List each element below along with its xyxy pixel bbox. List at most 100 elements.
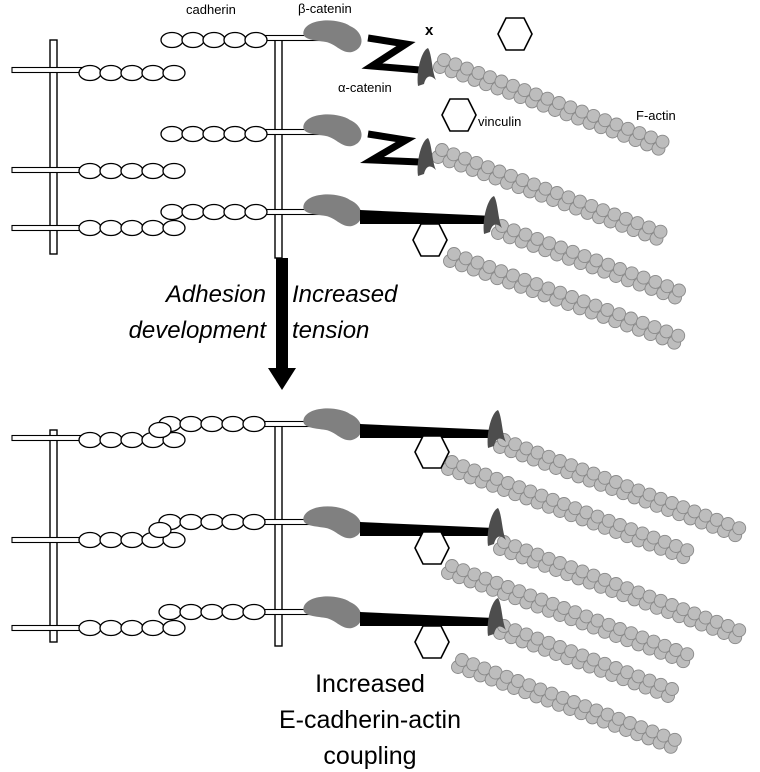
- caption-line3: coupling: [323, 742, 416, 770]
- ecad-domain: [179, 513, 203, 531]
- actin-bead: [577, 249, 592, 264]
- actin-bead: [538, 181, 553, 196]
- ecad-domain: [78, 431, 102, 449]
- ecad-domain: [162, 431, 186, 449]
- actin-bead: [492, 164, 507, 179]
- actin-bead: [732, 521, 747, 536]
- actin-bead: [619, 211, 633, 226]
- alpha-catenin-stretched: [360, 424, 494, 438]
- ecad-domain: [78, 219, 102, 237]
- ecad-domain: [141, 162, 165, 180]
- actin-bead: [621, 121, 635, 136]
- actin-bead: [647, 320, 662, 335]
- actin-bead: [644, 130, 658, 145]
- ecad-domain: [120, 162, 144, 180]
- cadherin-tail: [11, 224, 83, 232]
- actin-bead: [540, 91, 555, 106]
- ecad-domain: [78, 64, 102, 82]
- actin-bead: [601, 257, 616, 272]
- actin-bead: [632, 126, 647, 141]
- f-actin-filament: [441, 455, 695, 565]
- f-actin-filament: [433, 53, 670, 156]
- alpha-catenin-stretched: [360, 210, 494, 224]
- ecad-domain: [99, 219, 123, 237]
- actin-bead: [635, 315, 650, 330]
- vinculin-hexagon-bound: [414, 531, 450, 565]
- actin-bead: [586, 108, 601, 123]
- vinculin-hexagon-free-2: [441, 98, 477, 132]
- ecad-domain: [158, 603, 182, 621]
- f-actin-filament: [443, 247, 686, 350]
- ecad-domain: [221, 603, 245, 621]
- ecad-domain: [99, 619, 123, 637]
- actin-bead: [636, 270, 651, 285]
- ecad-domain: [160, 31, 184, 49]
- actin-binding-hook: [483, 196, 502, 234]
- actin-bead: [648, 274, 663, 289]
- cadherin-ectodomain-right: [158, 603, 266, 621]
- actin-bead: [552, 96, 566, 110]
- ecad-domain: [181, 203, 205, 221]
- actin-bead: [446, 147, 461, 162]
- actin-bead: [517, 83, 532, 98]
- right-cadherin: [160, 31, 321, 49]
- ecad-domain: [120, 431, 144, 449]
- ecad-domain: [148, 421, 172, 439]
- ecad-domain: [200, 513, 224, 531]
- actin-bead: [573, 194, 587, 209]
- ecad-domain: [244, 31, 268, 49]
- cadherin-ectodomain-right: [158, 513, 266, 531]
- left-cadherin: [11, 619, 186, 637]
- actin-bead: [671, 328, 686, 343]
- actin-bead: [506, 223, 521, 238]
- transition-right-line1: Increased: [292, 281, 398, 308]
- actin-bead: [515, 173, 530, 188]
- actin-bead: [613, 262, 627, 276]
- ecad-domain: [120, 531, 144, 549]
- actin-bead: [596, 203, 610, 218]
- left-cadherin: [11, 162, 186, 180]
- actin-bead: [541, 281, 556, 296]
- ecad-domain: [242, 415, 266, 433]
- ecad-domain: [141, 619, 165, 637]
- actin-binding-hook: [417, 48, 436, 86]
- ecad-domain: [160, 203, 184, 221]
- ecad-domain: [181, 31, 205, 49]
- actin-bead: [483, 70, 497, 85]
- alpha-catenin-folded: [359, 130, 421, 166]
- actin-bead: [471, 65, 486, 80]
- cadherin-ectodomain-right: [160, 203, 268, 221]
- actin-bead: [589, 253, 604, 268]
- cadherin-overlap: [148, 421, 172, 439]
- f-actin-filament: [441, 559, 695, 669]
- actin-bead: [624, 266, 639, 281]
- actin-bead: [653, 224, 668, 239]
- actin-bead: [529, 87, 543, 102]
- actin-bead: [563, 100, 578, 115]
- cadherin-ectodomain-left: [78, 619, 186, 637]
- ecad-domain: [223, 203, 247, 221]
- ecad-domain: [179, 603, 203, 621]
- actin-bead: [482, 259, 497, 274]
- cadherin-ectodomain-right: [160, 125, 268, 143]
- ecad-domain: [148, 521, 172, 539]
- ecad-domain: [223, 31, 247, 49]
- ecad-domain: [202, 31, 226, 49]
- actin-bead: [527, 177, 541, 192]
- actin-bead: [470, 255, 485, 270]
- cadherin-tail: [11, 536, 83, 544]
- ecad-domain: [162, 619, 186, 637]
- cadherin-ectodomain-left: [78, 64, 186, 82]
- ecad-domain: [120, 219, 144, 237]
- ecad-domain: [242, 513, 266, 531]
- f-actin-filament: [491, 219, 686, 305]
- actin-bead: [575, 104, 589, 119]
- ecad-domain: [78, 531, 102, 549]
- actin-bead: [448, 57, 463, 72]
- ecad-domain: [221, 513, 245, 531]
- actin-bead: [680, 647, 695, 662]
- ecad-domain: [120, 619, 144, 637]
- actin-bead: [588, 298, 603, 313]
- actin-bead: [554, 240, 568, 255]
